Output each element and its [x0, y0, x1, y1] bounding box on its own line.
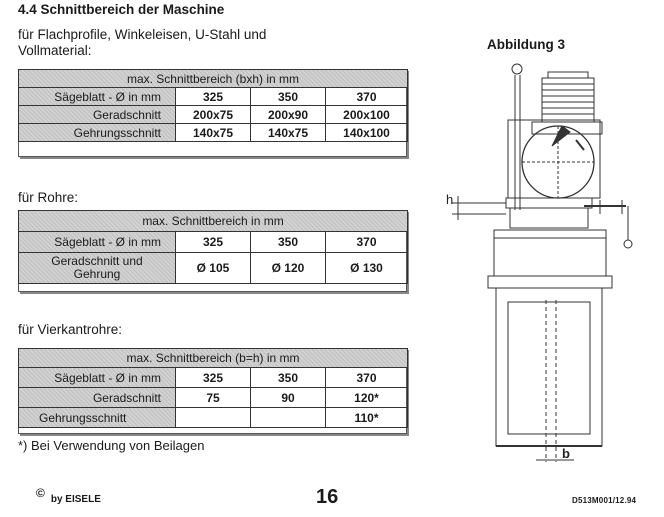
table-cell: 200x100 — [325, 105, 408, 124]
table-row: max. Schnittbereich (b=h) in mm — [18, 348, 408, 368]
table-cell: 370 — [325, 87, 408, 106]
table-row: max. Schnittbereich in mm — [17, 210, 409, 232]
row-label: Gehrungsschnitt — [18, 407, 176, 428]
table-cell: 200x90 — [250, 105, 326, 124]
dimension-b-label: b — [562, 446, 570, 461]
table-row: max. Schnittbereich (bxh) in mm — [18, 69, 408, 88]
dimension-h-label: h — [446, 192, 453, 207]
square-tubes-heading: für Vierkantrohre: — [18, 322, 123, 337]
page-number: 16 — [316, 486, 339, 508]
table-row: Sägeblatt - Ø in mm 325 350 370 — [18, 87, 408, 106]
flat-profiles-heading: für Flachprofile, Winkeleisen, U-Stahl u… — [18, 27, 266, 59]
row-label: Sägeblatt - Ø in mm — [18, 231, 176, 253]
table-cell: 325 — [175, 231, 251, 253]
footer-brand: © by EISELE — [36, 486, 101, 505]
table-cell: 350 — [250, 367, 326, 388]
table-cell: Ø 120 — [250, 252, 326, 284]
table-cell: 140x75 — [175, 123, 251, 142]
square-cut-range-table: max. Schnittbereich (b=h) in mm Sägeblat… — [18, 348, 408, 428]
footnote: *) Bei Verwendung von Beilagen — [18, 438, 205, 453]
flat-heading-line2: Vollmaterial: — [18, 43, 92, 58]
table-cell: 90 — [250, 387, 326, 408]
table-cell: 140x100 — [325, 123, 408, 142]
table-cell: 110* — [325, 407, 408, 428]
table-cell — [250, 407, 326, 428]
table-cell: 370 — [325, 367, 408, 388]
copyright-symbol: © — [36, 486, 45, 500]
table-cell: 200x75 — [175, 105, 251, 124]
saw-machine-drawing: h b — [446, 63, 633, 462]
pipes-table-header: max. Schnittbereich in mm — [17, 210, 409, 232]
table-cell: Ø 130 — [324, 252, 409, 284]
table-row: Sägeblatt - Ø in mm 325 350 370 — [18, 231, 409, 253]
section-title: 4.4 Schnittbereich der Maschine — [18, 2, 225, 17]
document-code: D513M001/12.94 — [572, 496, 637, 505]
table-row: Geradschnitt und Gehrung Ø 105 Ø 120 Ø 1… — [18, 252, 409, 284]
flat-heading-line1: für Flachprofile, Winkeleisen, U-Stahl u… — [18, 27, 267, 42]
figure-title: Abbildung 3 — [487, 37, 565, 52]
row-label: Gehrungsschnitt — [18, 123, 176, 142]
table-row: Gehrungsschnitt 110* — [18, 407, 408, 428]
table-cell: 325 — [175, 87, 251, 106]
table-cell — [175, 407, 251, 428]
row-label: Geradschnitt — [18, 105, 176, 124]
square-table-header: max. Schnittbereich (b=h) in mm — [18, 348, 408, 368]
pipes-cut-range-table: max. Schnittbereich in mm Sägeblatt - Ø … — [17, 210, 409, 284]
flat-table-header: max. Schnittbereich (bxh) in mm — [18, 69, 408, 88]
pipes-heading: für Rohre: — [18, 190, 79, 205]
row-label: Sägeblatt - Ø in mm — [18, 367, 176, 388]
table-row: Geradschnitt 200x75 200x90 200x100 — [18, 105, 408, 124]
table-row: Sägeblatt - Ø in mm 325 350 370 — [18, 367, 408, 388]
table-cell: 370 — [324, 231, 409, 253]
table-cell: 350 — [250, 87, 326, 106]
company-name: by EISELE — [50, 494, 101, 505]
table-cell: 325 — [175, 367, 251, 388]
motor-housing — [541, 77, 595, 123]
row-label: Sägeblatt - Ø in mm — [18, 87, 176, 106]
row-label: Geradschnitt und Gehrung — [18, 252, 176, 284]
table-row: Geradschnitt 75 90 120* — [18, 387, 408, 408]
table-cell: 120* — [325, 387, 408, 408]
row-label: Geradschnitt — [18, 387, 176, 408]
table-cell: 75 — [175, 387, 251, 408]
flat-cut-range-table: max. Schnittbereich (bxh) in mm Sägeblat… — [18, 69, 408, 142]
table-cell: Ø 105 — [175, 252, 251, 284]
table-cell: 350 — [250, 231, 326, 253]
table-cell: 140x75 — [250, 123, 326, 142]
table-row: Gehrungsschnitt 140x75 140x75 140x100 — [18, 123, 408, 142]
